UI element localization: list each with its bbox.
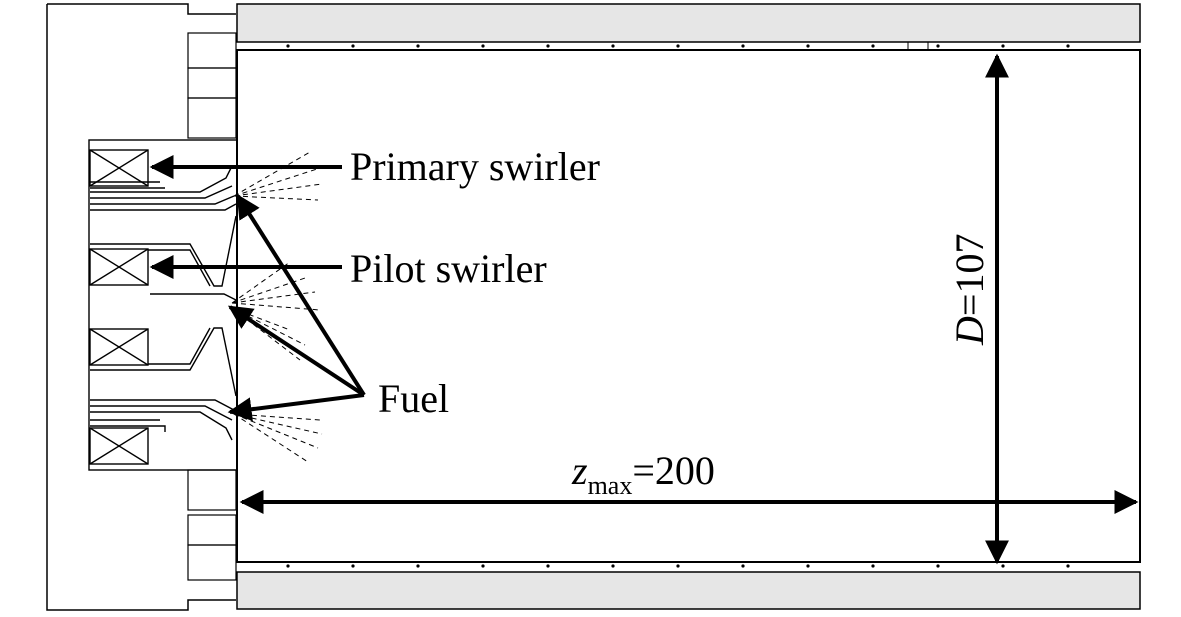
cooling-hole — [1066, 564, 1070, 568]
length-label: zmax=200 — [571, 448, 715, 500]
cooling-hole — [286, 44, 290, 48]
bottom-liner-panel — [236, 571, 1141, 610]
cooling-hole — [416, 564, 420, 568]
length-value: =200 — [632, 448, 715, 493]
fuel-arrow-pilot — [227, 305, 366, 397]
cooling-hole — [806, 44, 810, 48]
cooling-hole — [1001, 44, 1005, 48]
pilot-swirler-vane-lower — [89, 328, 149, 366]
diameter-value: =107 — [947, 234, 992, 317]
cooling-hole — [481, 564, 485, 568]
cooling-hole — [871, 44, 875, 48]
primary-swirler-vane-lower — [89, 427, 149, 465]
cooling-hole — [741, 44, 745, 48]
cooling-hole — [351, 44, 355, 48]
cooling-hole — [676, 44, 680, 48]
pilot-swirler-label: Pilot swirler — [350, 246, 547, 291]
cooling-hole — [676, 564, 680, 568]
cooling-hole — [936, 44, 940, 48]
cooling-hole — [1001, 564, 1005, 568]
primary-swirler-vane — [89, 149, 149, 187]
cooling-hole — [1066, 44, 1070, 48]
diameter-var: D — [947, 316, 992, 346]
casing-outline — [46, 3, 236, 611]
length-var: z — [571, 448, 588, 493]
length-subscript: max — [588, 471, 633, 500]
pilot-swirler-vane — [89, 248, 149, 286]
cooling-hole — [286, 564, 290, 568]
cooling-hole — [871, 564, 875, 568]
cooling-hole — [741, 564, 745, 568]
cooling-hole — [481, 44, 485, 48]
cooling-hole — [416, 44, 420, 48]
cooling-hole — [611, 564, 615, 568]
label-arrows — [149, 155, 366, 422]
diameter-label: D=107 — [947, 234, 992, 346]
cooling-hole — [806, 564, 810, 568]
top-liner-panel — [236, 3, 1141, 43]
fuel-arrow-lower — [227, 393, 365, 422]
cooling-hole — [611, 44, 615, 48]
cooling-hole — [546, 44, 550, 48]
injector-body — [88, 139, 238, 471]
cooling-hole — [936, 564, 940, 568]
cooling-holes — [286, 44, 1070, 568]
cooling-hole — [351, 564, 355, 568]
dome-plates — [187, 32, 237, 581]
fuel-label: Fuel — [378, 376, 449, 421]
fuel-arrow-primary — [236, 193, 366, 397]
primary-swirler-label: Primary swirler — [350, 144, 600, 189]
cooling-hole — [546, 564, 550, 568]
